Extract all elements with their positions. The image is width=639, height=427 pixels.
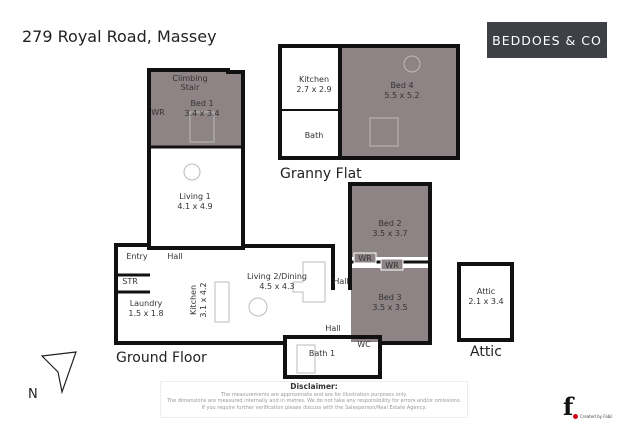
- hall2-label: Hall: [333, 277, 348, 286]
- fabil-dot: [573, 414, 578, 419]
- bed3-fill: [351, 268, 428, 342]
- living1-label: Living 1: [179, 192, 210, 201]
- attic-walls: [457, 262, 514, 342]
- kitchen-gf-label: Kitchen: [299, 75, 329, 84]
- attic-size: 2.1 x 3.4: [468, 297, 503, 306]
- disclaimer-box: Disclaimer: The measurements are approxi…: [160, 381, 468, 418]
- laundry-label: Laundry: [130, 299, 163, 308]
- bed1-fill: [150, 72, 242, 147]
- fabil-logo: f: [563, 392, 574, 421]
- hall3-label: Hall: [325, 324, 340, 333]
- kitchen-label: Kitchen: [189, 285, 198, 315]
- wr2-label: WR: [358, 254, 372, 263]
- bed1-label: Bed 1: [190, 99, 213, 108]
- bedroom-fills: [150, 48, 456, 342]
- walls: [114, 44, 514, 379]
- bed2-fill: [351, 185, 428, 257]
- disclaimer-line-3: If you require further verification plea…: [201, 404, 427, 411]
- ground-floor-heading: Ground Floor: [116, 350, 207, 366]
- living1-size: 4.1 x 4.9: [177, 202, 212, 211]
- bath-walls: [283, 335, 382, 379]
- bed1-size: 3.4 x 3.4: [184, 109, 219, 118]
- entry-label: Entry: [126, 252, 148, 261]
- laundry-size: 1.5 x 1.8: [128, 309, 163, 318]
- bed2-size: 3.5 x 3.7: [372, 229, 407, 238]
- property-address: 279 Royal Road, Massey: [22, 27, 217, 46]
- wr3-label: WR: [385, 261, 399, 270]
- hall1-label: Hall: [167, 252, 182, 261]
- living2-label: Living 2/Dining: [247, 272, 307, 281]
- bed3-label: Bed 3: [378, 293, 401, 302]
- attic-label: Attic: [477, 287, 495, 296]
- agency-logo: BEDDOES & CO: [487, 22, 607, 58]
- attic-heading: Attic: [470, 344, 502, 360]
- disclaimer-heading: Disclaimer:: [290, 382, 338, 391]
- granny-flat-heading: Granny Flat: [280, 166, 362, 182]
- north-arrow-icon: N: [28, 351, 77, 402]
- bed4-size: 5.5 x 5.2: [384, 91, 419, 100]
- str-label: STR: [122, 277, 138, 286]
- disclaimer-line-2: The dimensions are measured internally a…: [166, 398, 462, 404]
- climbing-stair-label-1: Climbing: [172, 74, 207, 83]
- bath-gf-label: Bath: [305, 131, 324, 140]
- kitchen-size: 3.1 x 4.2: [199, 282, 208, 317]
- fabil-credit: Created by Fabil: [580, 414, 613, 419]
- bed2-label: Bed 2: [378, 219, 401, 228]
- bed4-label: Bed 4: [390, 81, 413, 90]
- bed3-size: 3.5 x 3.5: [372, 303, 407, 312]
- wc-label: WC: [357, 340, 371, 349]
- bath1-label: Bath 1: [309, 349, 335, 358]
- north-label: N: [28, 387, 38, 402]
- furniture: [183, 55, 421, 374]
- disclaimer-line-1: The measurements are approximate and are…: [220, 391, 408, 398]
- granny-flat-walls: [278, 44, 460, 160]
- living2-size: 4.5 x 4.3: [259, 282, 294, 291]
- kitchen-gf-size: 2.7 x 2.9: [296, 85, 331, 94]
- climbing-stair-label-2: Stair: [181, 83, 200, 92]
- wr1-label: WR: [151, 108, 165, 117]
